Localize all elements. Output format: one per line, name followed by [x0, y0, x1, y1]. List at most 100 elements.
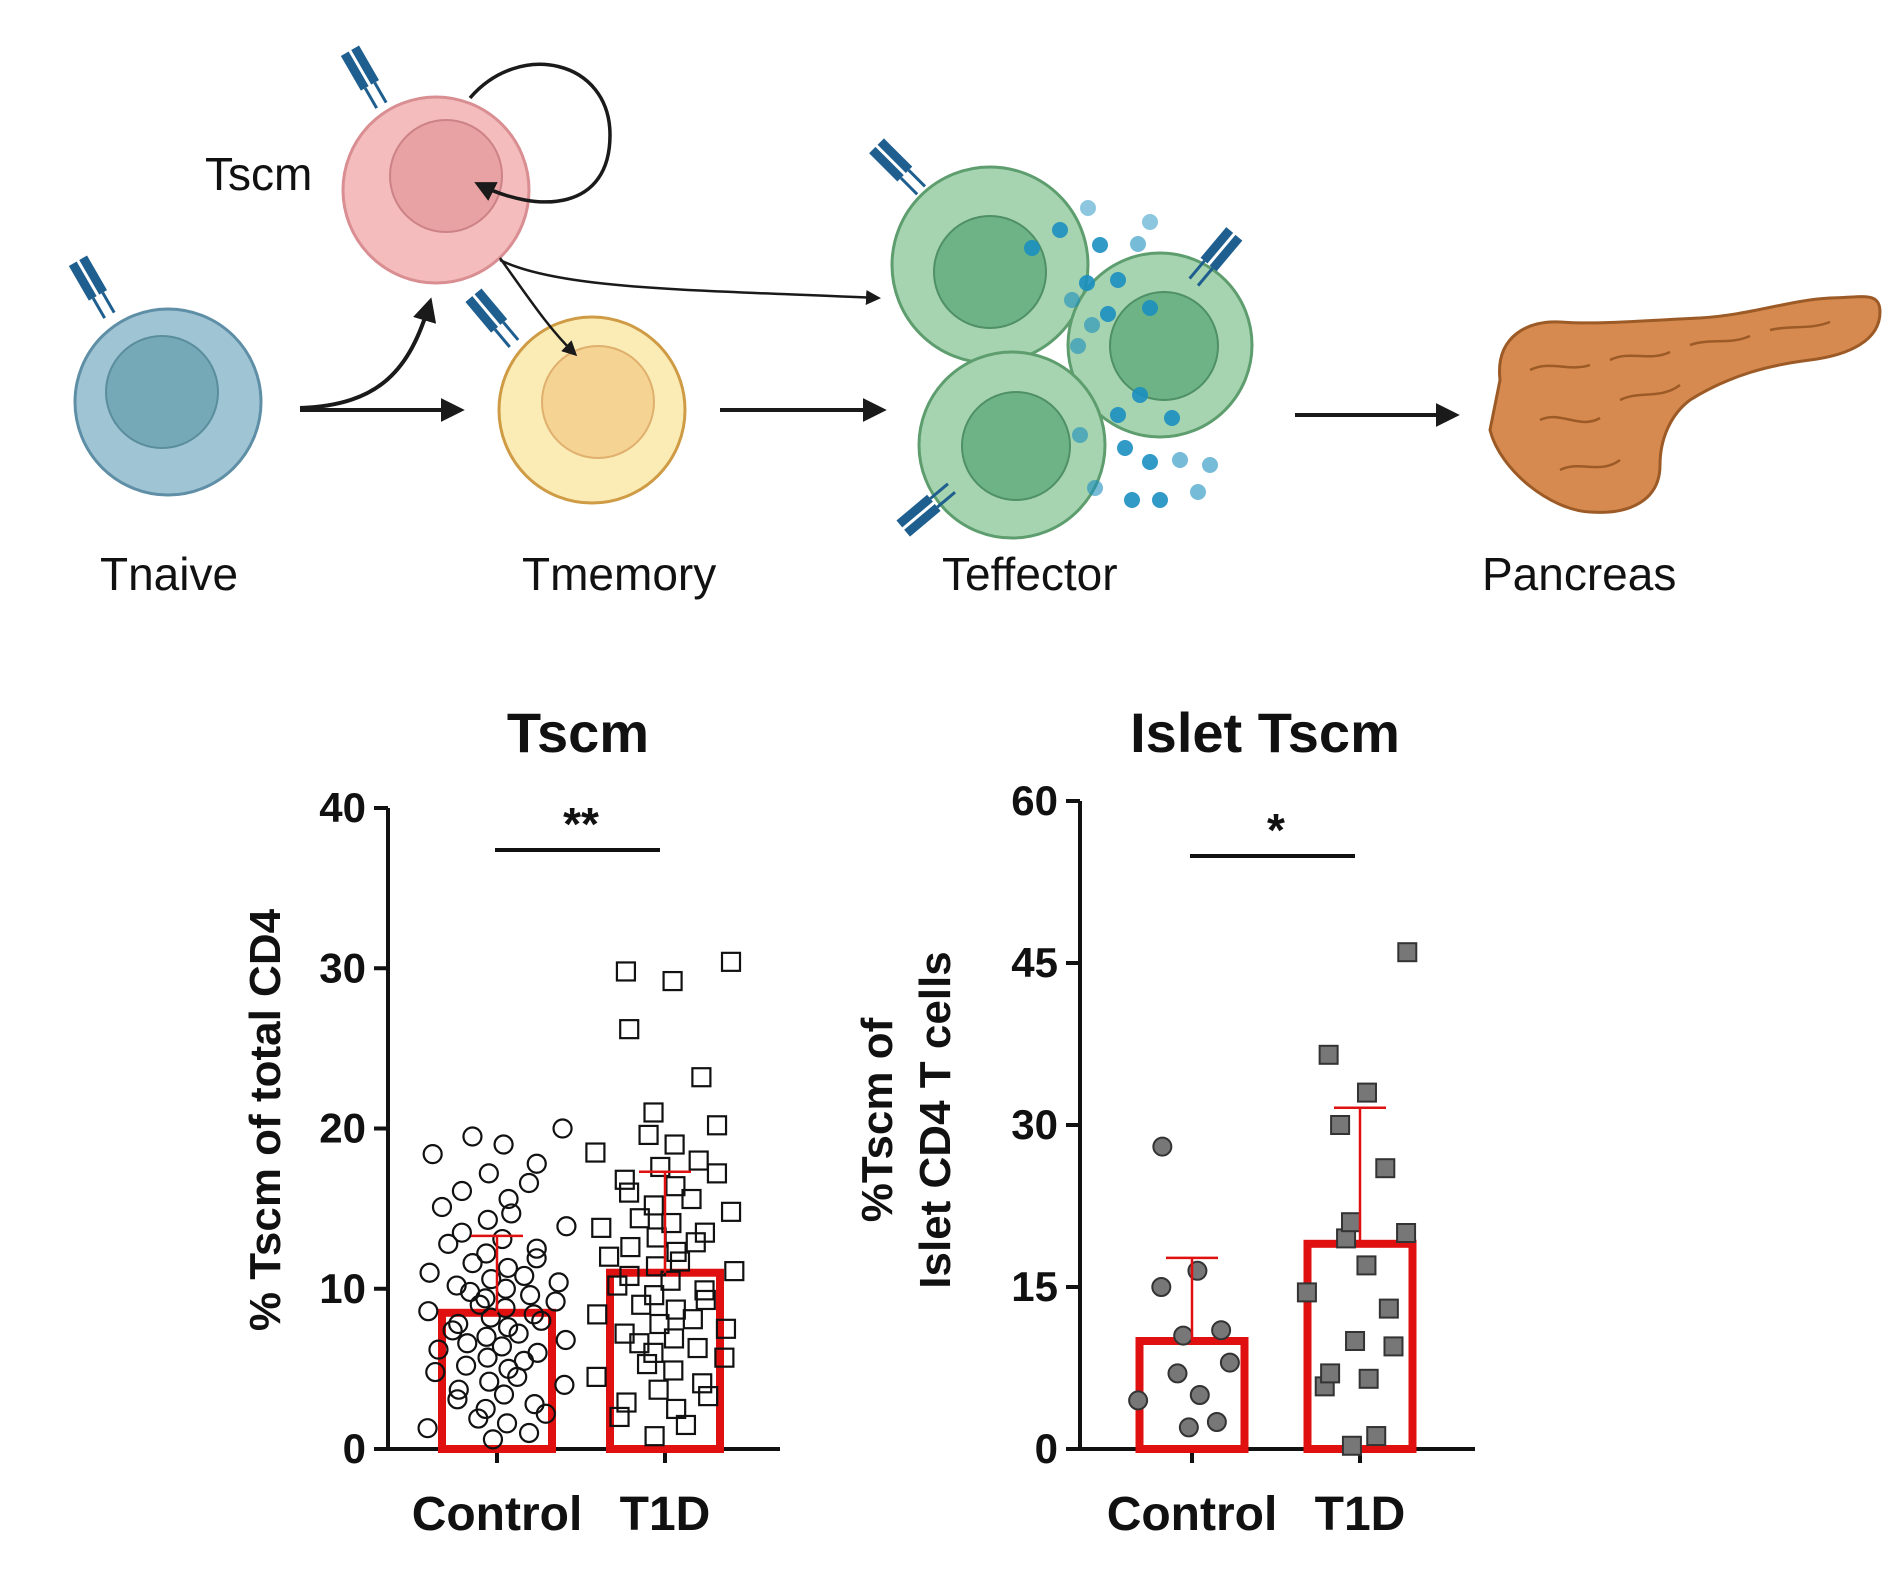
data-point [1178, 1417, 1199, 1438]
data-point [1366, 1426, 1387, 1447]
cytokine-dot [1084, 317, 1100, 333]
data-point [497, 1257, 519, 1279]
data-point [629, 1208, 650, 1229]
teffector-nucleus-1 [933, 215, 1047, 329]
data-point [431, 1196, 453, 1218]
data-point [661, 1212, 682, 1234]
data-point [687, 1337, 708, 1359]
data-point [609, 1406, 630, 1428]
y-tick-label: 10 [319, 1265, 366, 1312]
data-point [691, 1067, 712, 1088]
data-point [644, 1285, 665, 1306]
cytokine-dot [1072, 427, 1088, 443]
cytokine-dot [1110, 272, 1126, 288]
data-point [648, 1379, 669, 1400]
data-point [475, 1398, 496, 1420]
data-point [692, 1373, 713, 1394]
cytokine-dot [1124, 492, 1140, 508]
data-point [422, 1144, 443, 1165]
data-point [492, 1228, 513, 1250]
arrow-tscm-to-memory [498, 257, 578, 357]
data-point [554, 1374, 575, 1396]
data-point [469, 1294, 490, 1315]
tcr-receptor-icon [340, 45, 388, 109]
cytokine-dot [1117, 440, 1133, 456]
data-point [462, 1253, 483, 1274]
data-point [587, 1304, 608, 1325]
data-point [663, 1328, 685, 1349]
y-tick-label: 0 [1035, 1425, 1058, 1472]
y-axis-label: Islet CD4 T cells [911, 951, 960, 1288]
tmemory-cell [465, 288, 687, 505]
data-point [688, 1150, 709, 1171]
cytokine-dot [1080, 200, 1096, 216]
data-point [664, 1134, 685, 1155]
data-point [682, 1309, 703, 1330]
data-point [425, 1361, 446, 1383]
y-tick-label: 45 [1011, 939, 1058, 986]
data-point [498, 1358, 519, 1379]
data-point [527, 1342, 548, 1363]
data-point [493, 1134, 514, 1155]
cytokine-dot [1142, 454, 1158, 470]
self-renewal-arrow [468, 62, 612, 204]
data-point [462, 1126, 483, 1147]
data-point [477, 1209, 498, 1230]
significance-marker: ** [563, 798, 599, 850]
data-point [638, 1124, 659, 1146]
data-point [706, 1115, 728, 1136]
cytokine-dot [1110, 407, 1126, 423]
significance-marker: * [1267, 804, 1285, 856]
data-point [665, 1176, 686, 1197]
x-tick-label: T1D [1315, 1488, 1406, 1541]
data-point [451, 1180, 473, 1202]
data-point [1173, 1325, 1194, 1346]
data-point [526, 1153, 547, 1174]
tmemory-label: Tmemory [522, 548, 716, 600]
tmemory-nucleus [541, 345, 655, 459]
y-axis-label: % Tscm of total CD4 [241, 908, 290, 1331]
data-point [614, 1169, 635, 1190]
data-point [448, 1379, 469, 1400]
data-point [419, 1262, 440, 1283]
cytokine-dot [1024, 240, 1040, 256]
data-point [446, 1275, 467, 1296]
data-point [663, 1360, 684, 1381]
data-point [514, 1265, 535, 1287]
tscm-nucleus [389, 119, 503, 233]
cytokine-dot [1087, 480, 1103, 496]
data-point [545, 1291, 566, 1312]
data-point [524, 1394, 545, 1415]
cytokine-dot [1142, 300, 1158, 316]
data-point [666, 1241, 687, 1262]
cytokine-dot [1202, 457, 1218, 473]
data-point [618, 1182, 640, 1203]
data-point [619, 1019, 640, 1040]
data-point [1383, 1336, 1404, 1357]
cytokine-dots-icon [1024, 200, 1218, 508]
arrow-tscm-to-effector [499, 258, 881, 305]
data-point [1219, 1352, 1240, 1373]
data-point [620, 1236, 641, 1258]
cell-diagram: Tnaive Tscm Tmemory [68, 45, 1882, 600]
data-point [591, 1217, 612, 1238]
data-point [1345, 1331, 1366, 1351]
data-point [706, 1163, 728, 1184]
y-tick-label: 20 [319, 1105, 366, 1152]
cytokine-dot [1070, 338, 1086, 354]
data-point [496, 1413, 518, 1434]
teffector-label: Teffector [942, 548, 1118, 600]
data-point [698, 1386, 719, 1407]
data-point [418, 1301, 439, 1322]
data-point [552, 1118, 573, 1139]
data-point [1152, 1136, 1173, 1157]
tcr-receptor-icon [1188, 227, 1243, 287]
cytokine-dot [1164, 410, 1180, 426]
data-point [491, 1336, 513, 1357]
data-point [548, 1272, 569, 1293]
pancreas-label: Pancreas [1482, 548, 1676, 600]
data-point [501, 1203, 522, 1224]
tnaive-label: Tnaive [100, 548, 238, 600]
